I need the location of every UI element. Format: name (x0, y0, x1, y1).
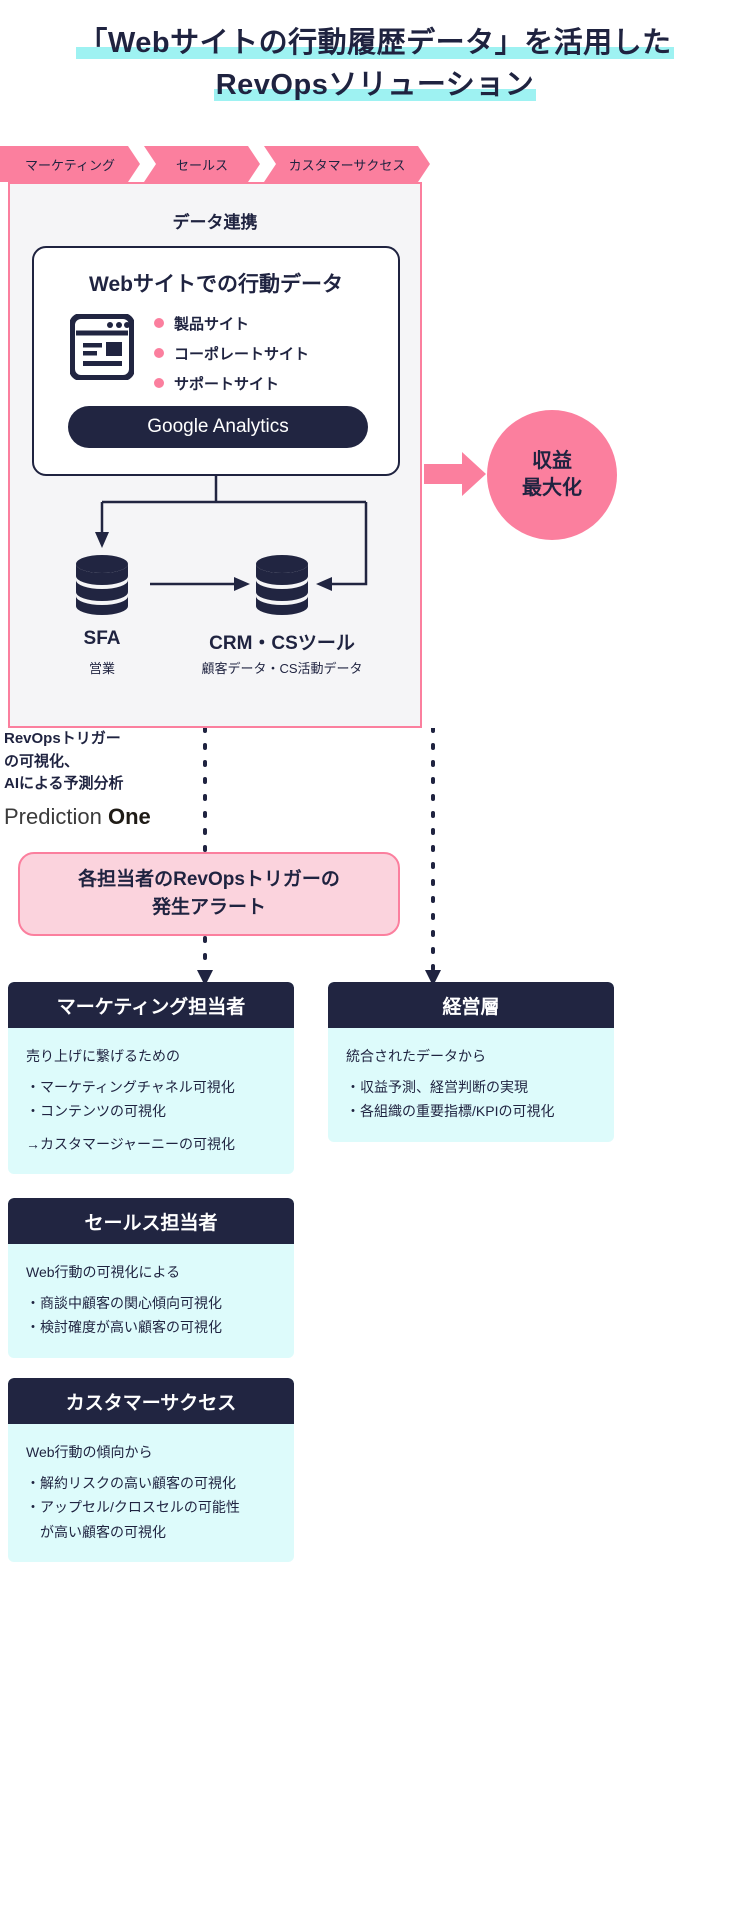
prediction-one-logo: Prediction One (4, 804, 151, 830)
card-customer-success-title: カスタマーサクセス (8, 1378, 294, 1424)
database-sublabel-sfa: 営業 (88, 661, 115, 676)
bullet-dot-icon (154, 318, 164, 328)
list-item: コーポレートサイト (154, 338, 309, 368)
card-item: が高い顧客の可視化 (26, 1523, 166, 1540)
list-item-label: コーポレートサイト (174, 345, 310, 363)
card-lead: 売り上げに繋げるための (26, 1048, 180, 1064)
chevron-customer-success-label: カスタマーサクセス (288, 157, 406, 173)
card-marketing-title: マーケティング担当者 (8, 982, 294, 1028)
list-item: サポートサイト (154, 368, 309, 398)
note-line-2: の可視化、 (4, 752, 80, 770)
card-sales-title: セールス担当者 (8, 1198, 294, 1244)
card-sales: セールス担当者 Web行動の可視化による ・商談中顧客の関心傾向可視化 ・検討確… (8, 1198, 294, 1358)
google-analytics-pill[interactable]: Google Analytics (68, 406, 368, 448)
card-management: 経営層 統合されたデータから ・収益予測、経営判断の実現 ・各組織の重要指標/K… (328, 982, 614, 1142)
note-line-1: RevOpsトリガー (4, 730, 121, 747)
web-behavior-heading: Webサイトでの行動データ (89, 273, 343, 296)
chevron-marketing[interactable]: マーケティング (0, 146, 140, 182)
card-item: ・商談中顧客の関心傾向可視化 (26, 1294, 222, 1311)
revops-alert-box: 各担当者のRevOpsトリガーの 発生アラート (18, 852, 400, 936)
database-sublabel-crm: 顧客データ・CS活動データ (201, 661, 363, 676)
revenue-line-2: 最大化 (522, 477, 582, 499)
bullet-dot-icon (154, 348, 164, 358)
database-icon-crm (256, 555, 308, 615)
database-icon-sfa (76, 555, 128, 615)
card-item: ・各組織の重要指標/KPIの可視化 (346, 1103, 555, 1119)
prediction-one-bold: One (107, 804, 151, 829)
card-item: ・アップセル/クロスセルの可能性 (26, 1499, 240, 1515)
alert-line-1: 各担当者のRevOpsトリガーの (78, 869, 340, 891)
prediction-one-prefix: Prediction (4, 804, 108, 829)
card-sales-body: Web行動の可視化による ・商談中顧客の関心傾向可視化 ・検討確度が高い顧客の可… (8, 1244, 294, 1358)
list-item: 製品サイト (154, 308, 309, 338)
chevron-customer-success[interactable]: カスタマーサクセス (264, 146, 430, 182)
card-management-body: 統合されたデータから ・収益予測、経営判断の実現 ・各組織の重要指標/KPIの可… (328, 1028, 614, 1142)
card-item: ・検討確度が高い顧客の可視化 (26, 1319, 222, 1335)
card-customer-success: カスタマーサクセス Web行動の傾向から ・解約リスクの高い顧客の可視化 ・アッ… (8, 1378, 294, 1562)
revenue-line-1: 収益 (532, 450, 572, 472)
list-item-label: サポートサイト (174, 375, 280, 393)
page-title: 「Webサイトの行動履歴データ」を活用した RevOpsソリューション (0, 22, 750, 106)
chevron-sales-label: セールス (175, 157, 228, 173)
browser-window-icon (70, 314, 134, 380)
note-line-3: AIによる予測分析 (4, 775, 124, 792)
card-lead: Web行動の可視化による (26, 1264, 181, 1280)
card-item: ・コンテンツの可視化 (26, 1103, 166, 1119)
title-line-1: 「Webサイトの行動履歴データ」を活用した (76, 27, 674, 59)
data-integration-panel: データ連携 Webサイトでの行動データ 製品サイト コーポレートサイト サポート… (8, 182, 422, 728)
alert-line-2: 発生アラート (151, 897, 266, 918)
chevron-marketing-label: マーケティング (25, 157, 115, 173)
process-chevron-bar: マーケティング セールス カスタマーサクセス (0, 146, 430, 182)
revenue-arrow-icon (424, 452, 486, 496)
card-customer-success-body: Web行動の傾向から ・解約リスクの高い顧客の可視化 ・アップセル/クロスセルの… (8, 1424, 294, 1562)
card-tail: →カスタマージャーニーの可視化 (26, 1135, 236, 1152)
card-marketing-body: 売り上げに繋げるための ・マーケティングチャネル可視化 ・コンテンツの可視化 →… (8, 1028, 294, 1174)
card-item: ・解約リスクの高い顧客の可視化 (26, 1474, 236, 1491)
panel-heading: データ連携 (172, 213, 258, 232)
card-item: ・マーケティングチャネル可視化 (26, 1078, 235, 1095)
chevron-sales[interactable]: セールス (144, 146, 260, 182)
card-management-title: 経営層 (328, 982, 614, 1028)
card-lead: Web行動の傾向から (26, 1444, 153, 1460)
database-label-sfa: SFA (83, 628, 121, 649)
list-item-label: 製品サイト (174, 315, 250, 333)
web-behavior-card: Webサイトでの行動データ 製品サイト コーポレートサイト サポートサイト Go… (32, 246, 400, 476)
card-lead: 統合されたデータから (346, 1048, 486, 1064)
title-line-2: RevOpsソリューション (213, 69, 537, 102)
card-item: ・収益予測、経営判断の実現 (346, 1078, 528, 1095)
card-marketing: マーケティング担当者 売り上げに繋げるための ・マーケティングチャネル可視化 ・… (8, 982, 294, 1174)
bullet-dot-icon (154, 378, 164, 388)
revenue-maximization-circle: 収益 最大化 (487, 410, 617, 540)
web-source-list: 製品サイト コーポレートサイト サポートサイト (154, 308, 309, 398)
database-label-crm: CRM・CSツール (209, 633, 355, 654)
revops-trigger-note: RevOpsトリガー の可視化、 AIによる予測分析 (4, 728, 264, 796)
